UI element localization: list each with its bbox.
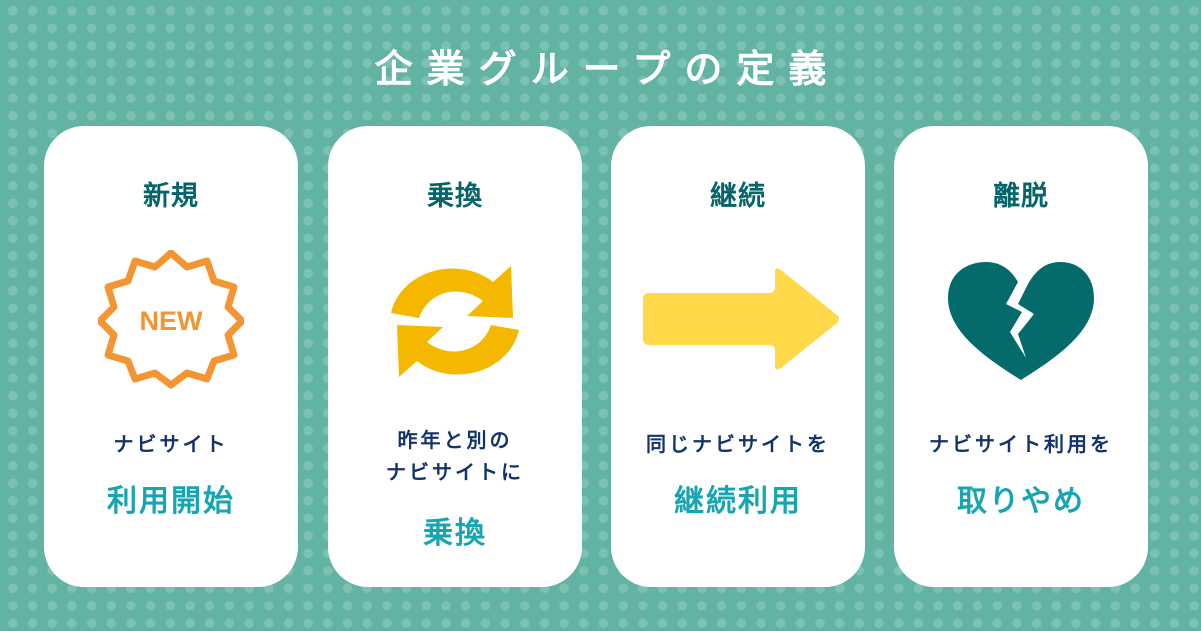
card-emphasis: 利用開始 xyxy=(107,484,235,519)
svg-text:NEW: NEW xyxy=(140,306,204,336)
card-new: 新規 NEW ナビサイト 利用開始 xyxy=(44,126,298,587)
description-line: ナビサイト利用を xyxy=(929,432,1113,456)
card-description: 昨年と別の ナビサイトに xyxy=(328,424,582,488)
card-emphasis: 取りやめ xyxy=(957,484,1085,519)
card-description: ナビサイト利用を xyxy=(894,428,1148,460)
card-title: 継続 xyxy=(710,181,766,212)
new-badge-icon: NEW xyxy=(96,249,246,394)
card-title: 新規 xyxy=(143,181,199,212)
arrow-right-icon xyxy=(635,266,841,380)
description-line: ナビサイトに xyxy=(386,460,524,484)
card-continue: 継続 同じナビサイトを 継続利用 xyxy=(611,126,865,587)
card-emphasis: 継続利用 xyxy=(674,484,802,519)
card-switch: 乗換 昨年と別の ナビサイトに 乗換 xyxy=(328,126,582,587)
refresh-cycle-icon xyxy=(389,260,521,390)
card-leave: 離脱 ナビサイト利用を 取りやめ xyxy=(894,126,1148,587)
card-emphasis: 乗換 xyxy=(423,516,487,551)
card-title: 乗換 xyxy=(427,181,483,212)
card-title: 離脱 xyxy=(993,181,1049,212)
broken-heart-icon xyxy=(946,260,1096,388)
card-description: ナビサイト xyxy=(44,428,298,460)
card-description: 同じナビサイトを xyxy=(611,428,865,460)
description-line: 昨年と別の xyxy=(397,428,513,452)
description-line: 同じナビサイトを xyxy=(646,432,830,456)
description-line: ナビサイト xyxy=(113,432,229,456)
page-title: 企業グループの定義 xyxy=(374,47,841,91)
